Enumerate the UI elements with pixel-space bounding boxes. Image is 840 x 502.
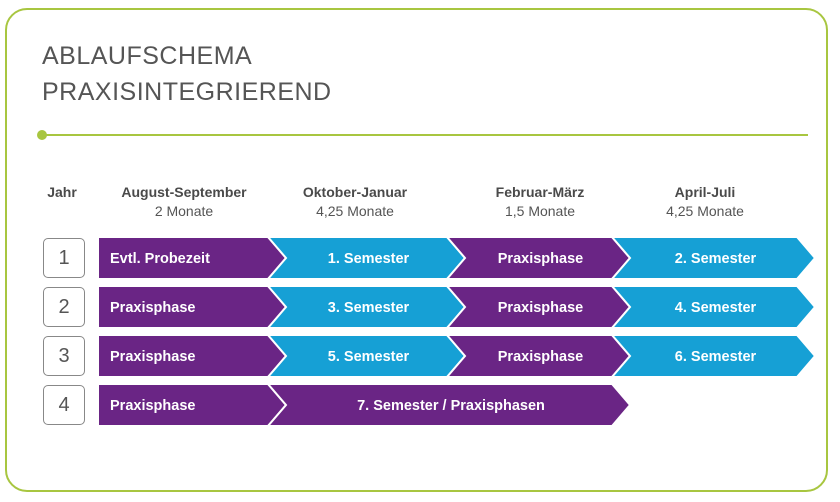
phase-label: Praxisphase [110, 300, 195, 316]
divider-line [42, 134, 808, 136]
phase-label: 3. Semester [328, 300, 410, 316]
title-line-2: PRAXISINTEGRIEREND [42, 78, 332, 106]
diagram-frame [5, 8, 828, 492]
phase-label: 4. Semester [675, 300, 757, 316]
phase-arrow [265, 383, 632, 427]
phase-label: Praxisphase [498, 349, 583, 365]
phase-arrow [609, 236, 817, 280]
phase-label: 5. Semester [328, 349, 410, 365]
title-line-1: ABLAUFSCHEMA [42, 42, 253, 70]
phase-label: Praxisphase [110, 398, 195, 414]
phase-label: 6. Semester [675, 349, 757, 365]
year-box: 2 [43, 287, 85, 327]
phase-label: Praxisphase [498, 300, 583, 316]
phase-label: 2. Semester [675, 251, 757, 267]
phase-arrow [609, 334, 817, 378]
phase-arrow [609, 285, 817, 329]
year-box: 4 [43, 385, 85, 425]
phase-label: Evtl. Probezeit [110, 251, 210, 267]
phase-label: 7. Semester / Praxisphasen [357, 398, 545, 414]
phase-label: Praxisphase [110, 349, 195, 365]
phase-label: 1. Semester [328, 251, 410, 267]
year-header: Jahr [47, 184, 77, 200]
divider-dot [37, 130, 47, 140]
phase-label: Praxisphase [498, 251, 583, 267]
year-box: 3 [43, 336, 85, 376]
year-box: 1 [43, 238, 85, 278]
